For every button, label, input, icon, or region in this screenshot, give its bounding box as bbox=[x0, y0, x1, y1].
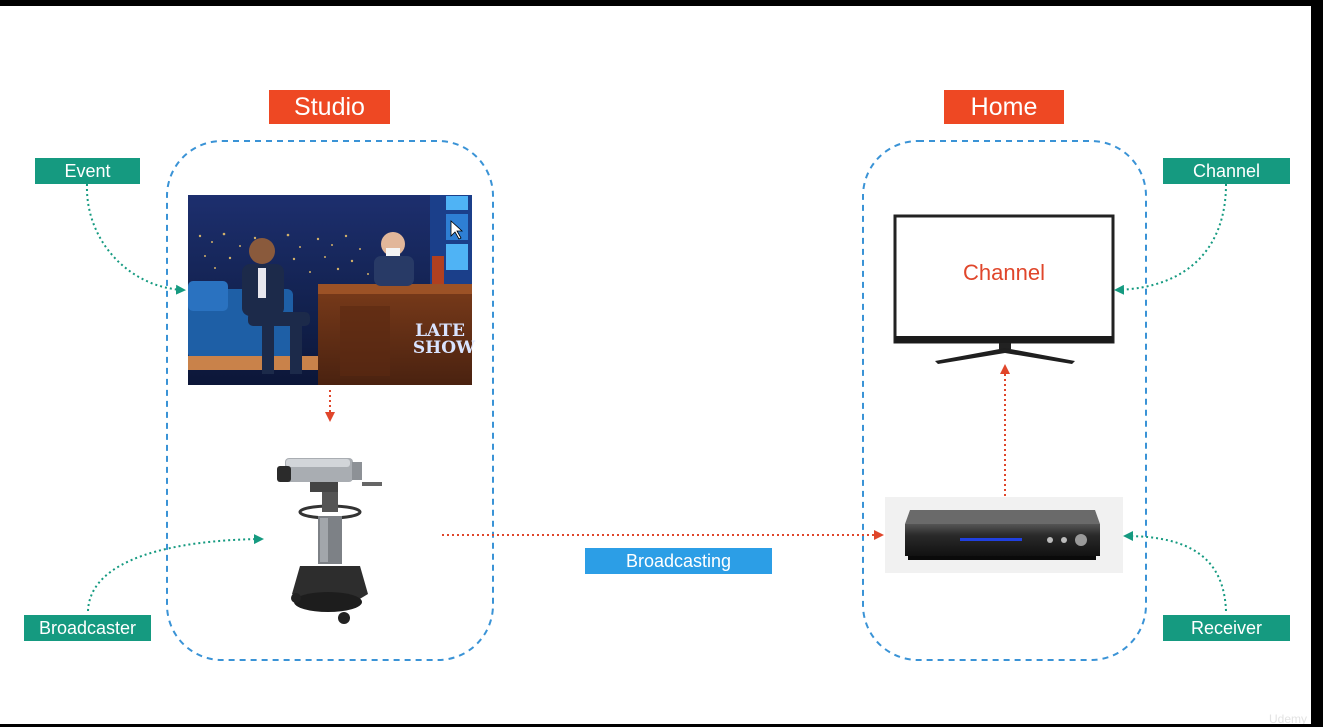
studio-dashed-box bbox=[166, 140, 494, 661]
late-show-sign: LATE bbox=[415, 321, 465, 341]
udemy-watermark: Udemy bbox=[1268, 712, 1307, 724]
home-title: Home bbox=[944, 90, 1064, 124]
broadcasting-label: Broadcasting bbox=[585, 548, 772, 574]
receiver-device bbox=[885, 497, 1123, 573]
event-pointer-arrow bbox=[85, 183, 186, 295]
studio-photo: LATE SHOW bbox=[188, 195, 476, 385]
channel-label: Channel bbox=[1163, 158, 1290, 184]
svg-text:SHOW: SHOW bbox=[413, 338, 476, 358]
slide: LATE SHOW bbox=[0, 6, 1311, 724]
channel-pointer-arrow bbox=[1114, 183, 1227, 295]
broadcaster-label: Broadcaster bbox=[24, 615, 151, 641]
diagram-graphics: LATE SHOW bbox=[85, 140, 1227, 661]
broadcaster-pointer-arrow bbox=[87, 534, 264, 612]
receiver-label: Receiver bbox=[1163, 615, 1290, 641]
event-label: Event bbox=[35, 158, 140, 184]
tv-set bbox=[893, 214, 1115, 364]
home-dashed-box bbox=[862, 140, 1147, 661]
broadcast-camera bbox=[277, 458, 382, 624]
studio-title: Studio bbox=[269, 90, 390, 124]
receiver-pointer-arrow bbox=[1123, 531, 1227, 612]
tv-screen-text: Channel bbox=[963, 260, 1045, 285]
